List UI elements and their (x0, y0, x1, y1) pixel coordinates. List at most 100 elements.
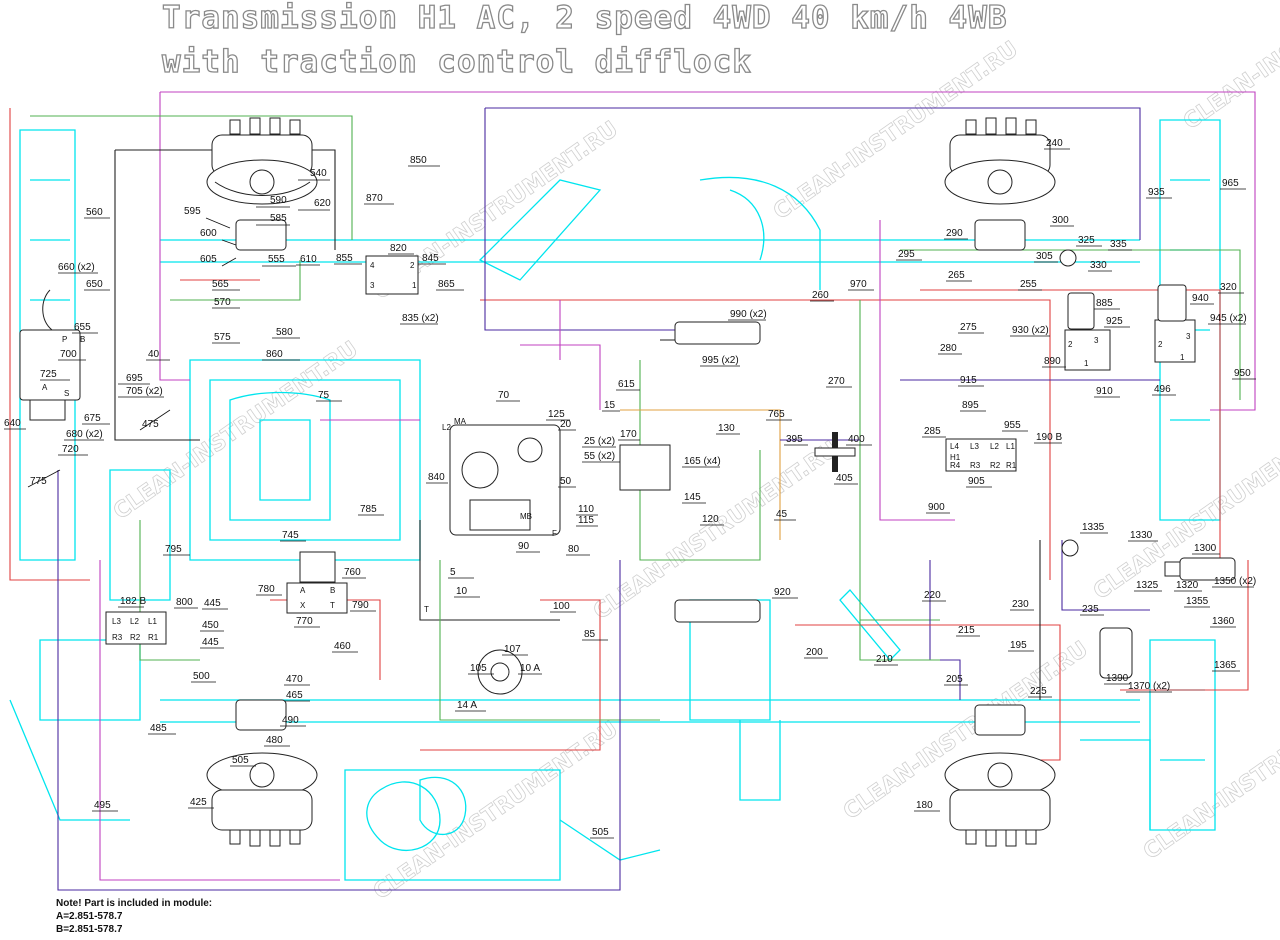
port-letter-block_182: L1 (148, 617, 157, 626)
callout-label: 215 (958, 625, 975, 636)
callout-label: 330 (1090, 260, 1107, 271)
callout-c7: 605 (200, 254, 237, 267)
callout-c45: 50 (558, 476, 576, 488)
callout-label: 15 (604, 400, 616, 411)
callout-label: 115 (578, 515, 594, 526)
callout-label: 225 (1030, 686, 1047, 697)
callout-c62: 770 (294, 616, 320, 628)
port-letter-pump: T (424, 605, 429, 614)
callout-label: 125 (548, 409, 565, 420)
callout-label: 235 (1082, 604, 1099, 615)
callout-c108: 280 (938, 343, 962, 355)
callout-label: 1355 (1186, 596, 1209, 607)
callout-label: 725 (40, 369, 57, 380)
front-right-hub (944, 117, 1056, 251)
callout-c100: 325 (1076, 235, 1102, 247)
callout-c12: 655 (72, 322, 98, 334)
callout-label: 705 (x2) (126, 386, 163, 397)
callout-label: 100 (553, 601, 570, 612)
callout-label: 900 (928, 502, 945, 513)
callout-c25: 570 (212, 297, 240, 309)
callout-c68: 500 (191, 671, 216, 683)
callout-label: 770 (296, 616, 313, 627)
callout-label: 295 (898, 249, 915, 260)
callout-c3: 590 (256, 195, 290, 208)
callout-label: 650 (86, 279, 103, 290)
callout-c142: 195 (1008, 640, 1034, 652)
callout-c73: 460 (332, 641, 358, 653)
callout-c53: 105 (468, 663, 494, 675)
callout-c126: 900 (926, 502, 950, 514)
port-letter-pump: L2 (442, 423, 451, 432)
callout-c4: 585 (256, 213, 290, 226)
callout-c31: 850 (408, 155, 440, 167)
callout-leader-line (27, 469, 61, 488)
callout-c46: 110 (576, 504, 598, 516)
port-letter-valve_a: A (42, 383, 48, 392)
callout-label: 655 (74, 322, 91, 333)
callout-label: 85 (584, 629, 596, 640)
callout-c49: 80 (566, 544, 590, 556)
valve-940 (1154, 319, 1196, 363)
callout-c52: 100 (550, 601, 576, 613)
callout-c82: 145 (682, 492, 706, 504)
callout-label: 930 (x2) (1012, 325, 1049, 336)
callout-label: 995 (x2) (702, 355, 739, 366)
callout-label: 90 (518, 541, 530, 552)
diagram-title-line-2: with traction control difflock (161, 43, 752, 80)
port-letter-block_182: R1 (148, 633, 159, 642)
callout-c69: 470 (284, 674, 310, 686)
callout-label: 600 (200, 228, 217, 239)
callout-c5: 595 (184, 206, 231, 229)
callout-c91: 395 (784, 434, 808, 446)
callout-label: 70 (498, 390, 510, 401)
port-letter-block_190: R3 (970, 461, 981, 470)
callout-label: 745 (282, 530, 299, 541)
callout-label: 495 (94, 800, 111, 811)
port-letter-valves_right: 2 (1068, 340, 1073, 349)
callout-c89: 260 (810, 290, 834, 302)
callout-label: 75 (318, 390, 330, 401)
callout-label: 230 (1012, 599, 1029, 610)
port-letter-block_190: R4 (950, 461, 961, 470)
callout-label: 170 (620, 429, 637, 440)
callout-c38: 840 (426, 472, 448, 484)
callout-c60: 780 (256, 584, 282, 596)
callout-c84: 765 (766, 409, 792, 421)
callout-label: 485 (150, 723, 167, 734)
callout-label: 190 B (1036, 432, 1062, 443)
callout-c92: 400 (846, 434, 872, 446)
callout-label: 760 (344, 567, 361, 578)
callout-label: 55 (x2) (584, 451, 615, 462)
port-letter-block_190: R1 (1006, 461, 1017, 470)
callout-c114: 940 (1190, 293, 1214, 305)
callout-label: 395 (786, 434, 803, 445)
callout-c144: 225 (1028, 686, 1052, 698)
callout-c121: 496 (1152, 384, 1176, 396)
callout-c35: 845 (418, 253, 446, 265)
port-letter-block_770: A (300, 586, 306, 595)
callout-label: 25 (x2) (584, 436, 615, 447)
callout-c132: 1350 (x2) (1212, 576, 1256, 588)
callout-c15: 695 (118, 373, 150, 385)
callout-label: 925 (1106, 316, 1123, 327)
callout-c147: 180 (914, 800, 940, 812)
callout-c145: 200 (804, 647, 828, 659)
module-note-a: A=2.851-578.7 (56, 911, 123, 922)
callout-label: 675 (84, 413, 101, 424)
callout-label: 885 (1096, 298, 1113, 309)
callout-c67: 445 (200, 637, 224, 649)
callout-c109: 890 (1042, 356, 1066, 368)
callout-c146: 210 (874, 654, 898, 666)
callout-label: 860 (266, 349, 283, 360)
callout-label: 130 (718, 423, 735, 434)
port-letter-valves_right: 1 (1084, 359, 1089, 368)
callout-label: 850 (410, 155, 427, 166)
port-letter-block_820: 4 (370, 261, 375, 270)
callout-c70: 465 (284, 690, 310, 702)
callout-leader-line (221, 257, 237, 267)
callout-label: 945 (x2) (1210, 313, 1247, 324)
callout-c71: 490 (280, 715, 306, 727)
callout-c58: 745 (280, 530, 306, 542)
